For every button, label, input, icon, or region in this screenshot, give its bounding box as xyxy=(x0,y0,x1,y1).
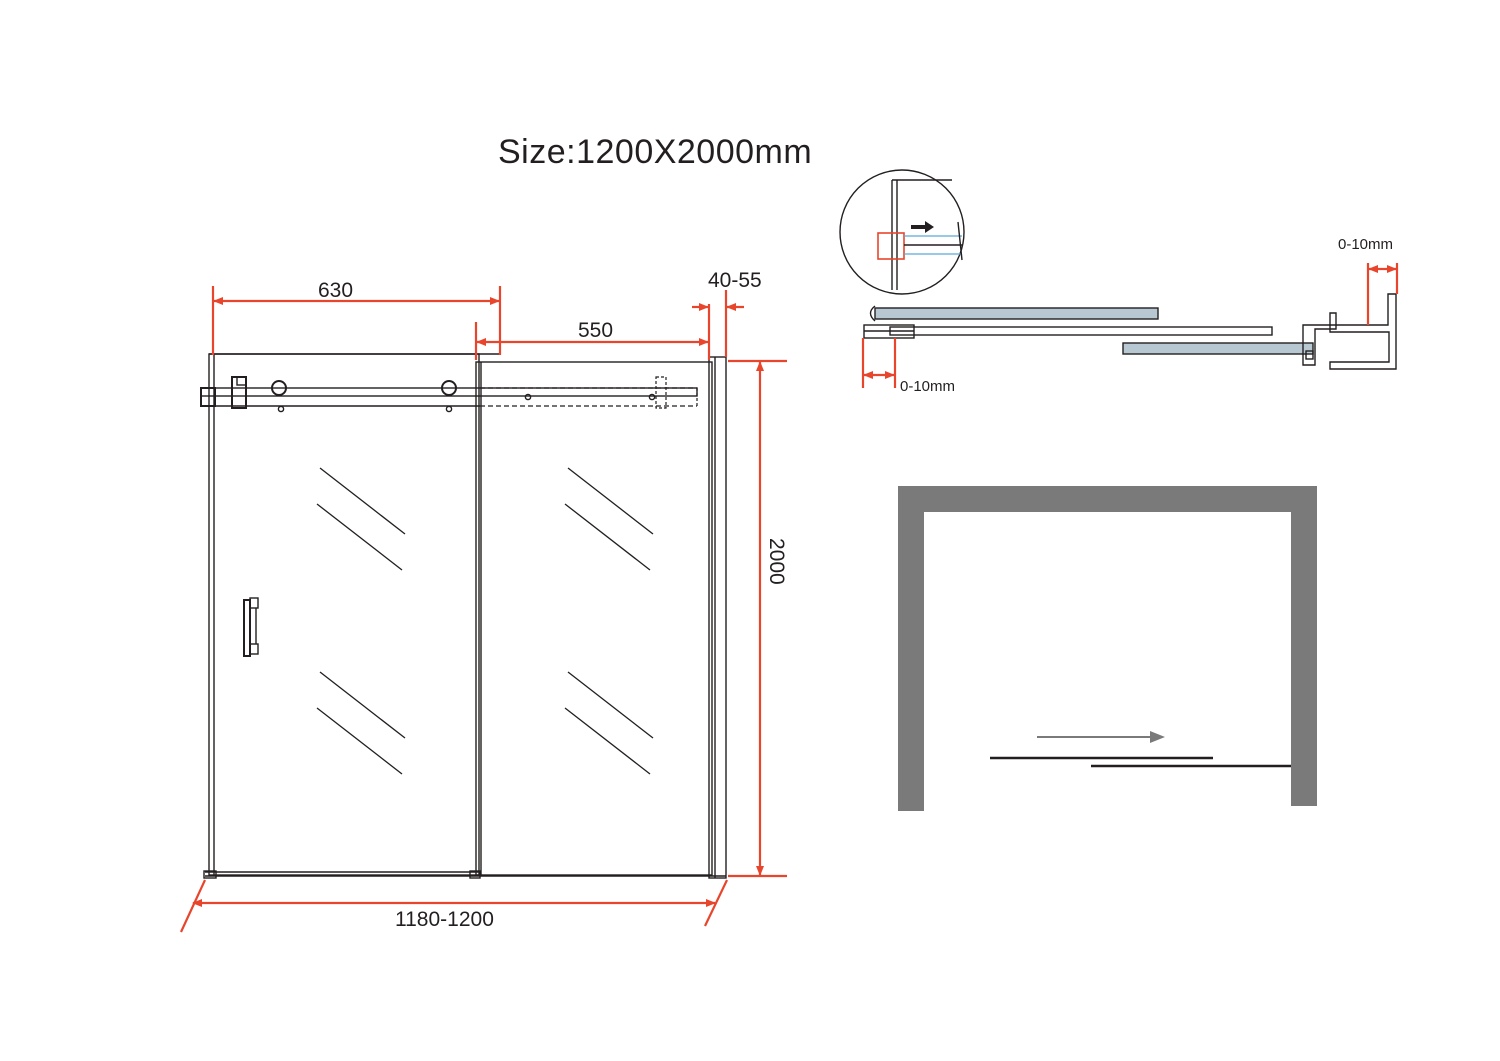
detail-fixed-glass xyxy=(874,307,1159,320)
front-elevation: 630 550 40-55 2000 1180-1200 xyxy=(180,269,788,933)
dimension-630: 630 xyxy=(211,279,502,355)
dimension-40-55: 40-55 xyxy=(692,269,762,357)
dimension-0-10-right: 0-10mm xyxy=(1338,236,1399,325)
door-handle xyxy=(243,597,259,657)
detail-magnifier xyxy=(839,169,965,295)
dimension-2000-label: 2000 xyxy=(765,538,788,585)
dimension-630-label: 630 xyxy=(318,279,353,302)
dimension-0-10-left: 0-10mm xyxy=(861,338,955,395)
wall-profile xyxy=(708,356,727,879)
slide-direction-arrow xyxy=(1037,731,1165,743)
dimension-total-width: 1180-1200 xyxy=(180,879,728,933)
drawing-title: Size:1200X2000mm xyxy=(498,133,812,171)
dimension-2000: 2000 xyxy=(728,359,788,878)
dimension-total-width-label: 1180-1200 xyxy=(395,908,494,931)
dimension-0-10-right-label: 0-10mm xyxy=(1338,236,1393,253)
installation-detail: 0-10mm 0-10mm xyxy=(839,169,1399,395)
dimension-0-10-left-label: 0-10mm xyxy=(900,378,955,395)
fixed-glass-panel xyxy=(208,353,480,876)
slide-direction-arrow-small xyxy=(911,221,934,233)
plan-walls xyxy=(898,486,1317,811)
dimension-550: 550 xyxy=(474,304,711,360)
plan-view xyxy=(898,486,1317,811)
sliding-glass-door xyxy=(475,361,713,876)
top-rail xyxy=(200,376,698,413)
detail-sliding-glass xyxy=(1122,342,1314,355)
roller-right xyxy=(441,380,457,396)
glass-reflection-marks xyxy=(316,467,654,775)
dimension-550-label: 550 xyxy=(578,319,613,342)
roller-left xyxy=(271,380,287,396)
dimension-40-55-label: 40-55 xyxy=(708,269,762,292)
